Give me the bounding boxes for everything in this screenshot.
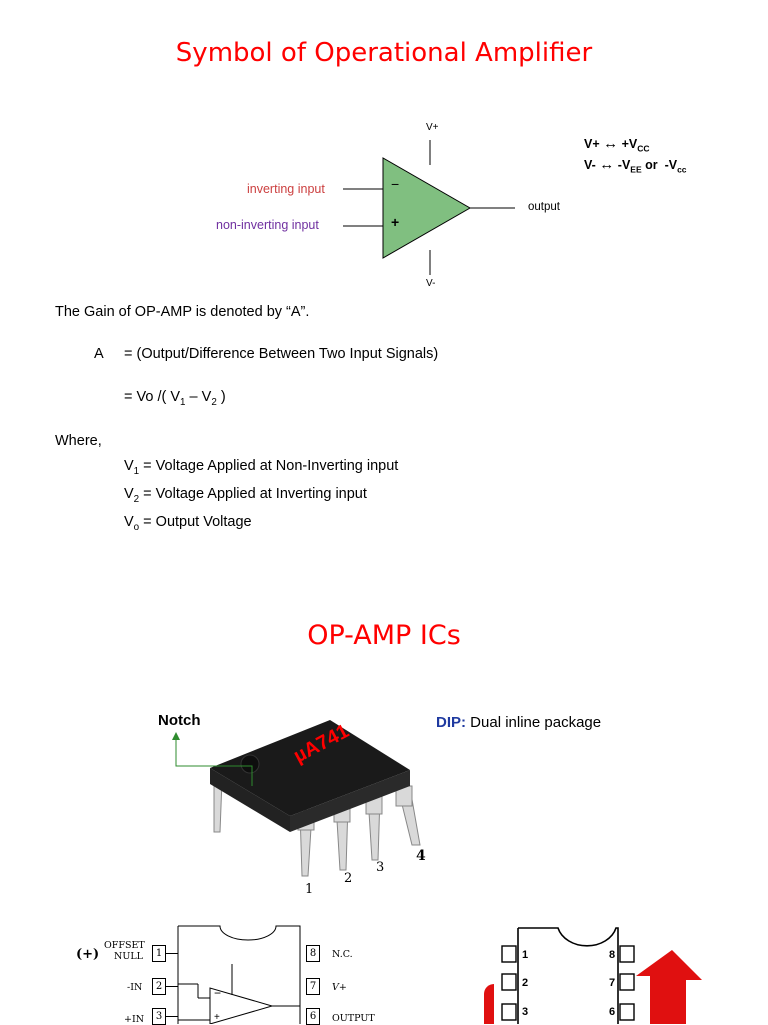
dip-description: DIP: Dual inline package	[436, 714, 602, 731]
non-inverting-input-label: non-inverting input	[216, 218, 319, 232]
numbering-right-8: 8	[609, 949, 616, 961]
page-title: Symbol of Operational Amplifier	[175, 38, 593, 68]
v-plus-label: V+	[426, 122, 439, 133]
minus-sign: −	[391, 176, 400, 192]
gain-intro: The Gain of OP-AMP is denoted by “A”.	[55, 304, 310, 320]
pin-box-8: 8	[306, 945, 320, 962]
pin-label-minus-in: -IN	[127, 982, 143, 993]
numbering-left-2: 2	[522, 977, 529, 989]
pin-lead	[166, 986, 178, 987]
pin-lead	[166, 953, 178, 954]
output-label: output	[528, 201, 560, 213]
section-title: OP-AMP ICs	[307, 620, 461, 651]
definition-item: V2 = Voltage Applied at Inverting input	[124, 485, 367, 505]
definition-item: Vo = Output Voltage	[124, 513, 252, 533]
pinout-diagram	[177, 925, 301, 1024]
amp-plus-sign: +	[214, 1012, 220, 1023]
pin-number-3: 3	[376, 860, 385, 875]
positive-marker: (+)	[76, 947, 100, 962]
pin-box-7: 7	[306, 978, 320, 995]
inverting-input-label: inverting input	[247, 182, 325, 196]
pin-box-2: 2	[152, 978, 166, 995]
numbering-left-3: 3	[522, 1006, 529, 1018]
notch-label: Notch	[158, 712, 201, 729]
equation-line-2: = Vo /( V1 – V2 )	[124, 389, 226, 408]
pin-label-output: OUTPUT	[332, 1013, 375, 1024]
definitions-list: V1 = Voltage Applied at Non-Inverting in…	[124, 455, 398, 539]
supply-line-1: V+ ↔ +VCC	[584, 135, 650, 154]
opamp-symbol-diagram	[343, 140, 515, 275]
pin-number-1: 1	[305, 882, 314, 897]
definition-item: V1 = Voltage Applied at Non-Inverting in…	[124, 458, 399, 477]
pin-number-4: 4	[416, 848, 426, 864]
pin-lead	[166, 1016, 178, 1017]
plus-sign: +	[391, 214, 400, 230]
pin-box-6: 6	[306, 1008, 320, 1025]
pin-label-vplus: V+	[332, 982, 347, 993]
numbering-right-6: 6	[609, 1006, 616, 1018]
pin-box-1: 1	[152, 945, 166, 962]
numbering-right-7: 7	[609, 977, 616, 989]
supply-note: V+ ↔ +VCC V- ↔ -VEE or -Vcc	[584, 136, 687, 177]
pin-label-plus-in: +IN	[124, 1014, 145, 1025]
equation-line-1: = (Output/Difference Between Two Input S…	[124, 346, 439, 362]
where-label: Where,	[55, 433, 102, 449]
pin-box-3: 3	[152, 1008, 166, 1025]
pin-number-2: 2	[344, 871, 353, 886]
left-arrow-stroke	[484, 984, 494, 1024]
offset-null-label: OFFSET NULL	[104, 940, 145, 962]
pin-numbering-diagram	[484, 927, 702, 1024]
amp-minus-sign: −	[214, 986, 222, 1000]
right-arrow-head	[636, 950, 702, 1024]
ic-chip-illustration	[172, 720, 421, 877]
supply-line-2: V- ↔ -VEE or -Vcc	[584, 155, 687, 174]
amplifier-triangle	[382, 157, 472, 259]
numbering-left-1: 1	[522, 949, 529, 961]
v-minus-label: V-	[426, 278, 436, 289]
equation-symbol: A	[94, 346, 104, 362]
pin-label-nc: N.C.	[332, 949, 353, 960]
